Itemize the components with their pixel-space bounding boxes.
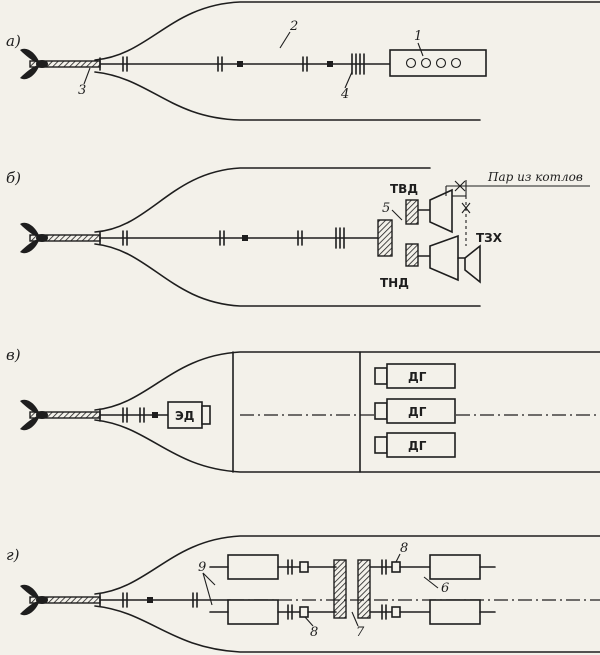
panel-label-a: а) xyxy=(6,32,21,50)
stern-tube xyxy=(29,234,101,242)
panel-label-b: б) xyxy=(6,169,21,187)
panel-label-d: г) xyxy=(6,546,20,564)
gear-pinion xyxy=(405,199,419,225)
propulsion-motor xyxy=(167,401,203,429)
stern-tube xyxy=(29,411,101,419)
hull-line xyxy=(94,71,481,121)
steam-label: Пар из котлов xyxy=(487,170,583,184)
reduction-gear xyxy=(333,559,347,619)
reduction-gear xyxy=(377,219,393,257)
diesel-generator: ДГ xyxy=(374,363,456,389)
main-engine xyxy=(389,49,487,77)
callout-4: 4 xyxy=(340,87,349,102)
hull-line xyxy=(94,605,600,653)
panel-a: а) 1 2 3 4 xyxy=(6,1,600,121)
tnd-label: ТНД xyxy=(380,276,409,290)
diesel-engine xyxy=(369,599,496,625)
hull-line xyxy=(94,243,481,307)
gear-pinion xyxy=(405,243,419,267)
callout-3: 3 xyxy=(78,83,86,98)
callout-8-top: 8 xyxy=(400,541,408,556)
steam-valve-icon xyxy=(461,202,471,214)
svg-text:ДГ: ДГ xyxy=(408,439,427,453)
panel-d: г) xyxy=(6,535,600,653)
astern-turbine xyxy=(464,244,481,284)
diesel-generator: ДГ xyxy=(374,432,456,458)
tzx-label: ТЗХ xyxy=(476,231,503,245)
hull-line xyxy=(94,535,600,595)
callout-9: 9 xyxy=(198,560,206,575)
tvd-label: ТВД xyxy=(390,182,418,196)
panel-label-c: в) xyxy=(6,346,21,364)
panel-b: б) Пар из котло xyxy=(6,167,590,307)
motor-label: ЭД xyxy=(175,409,195,423)
hull-line xyxy=(94,351,600,411)
callout-6: 6 xyxy=(441,581,449,596)
callout-1: 1 xyxy=(414,29,422,44)
lp-turbine xyxy=(429,234,459,282)
callout-2: 2 xyxy=(289,19,298,34)
callout-8-bottom: 8 xyxy=(310,625,318,640)
stern-tube xyxy=(29,596,101,604)
reduction-gear xyxy=(357,559,371,619)
hull-line xyxy=(94,1,600,61)
steam-valve-icon xyxy=(454,180,466,192)
hull-line xyxy=(94,167,431,233)
stern-tube xyxy=(29,60,101,68)
hull-line xyxy=(94,419,600,473)
svg-text:ДГ: ДГ xyxy=(408,405,427,419)
hp-turbine xyxy=(429,188,453,234)
callout-5: 5 xyxy=(382,201,390,216)
thrust-bearing xyxy=(351,53,365,75)
callout-7: 7 xyxy=(356,625,365,640)
diesel-engine xyxy=(369,554,496,580)
panel-c: в) ЭД ДГ ДГ ДГ xyxy=(6,346,600,473)
diesel-engine xyxy=(227,554,337,580)
diesel-engine xyxy=(227,599,337,625)
svg-text:ДГ: ДГ xyxy=(408,370,427,384)
diesel-generator: ДГ xyxy=(374,398,456,424)
